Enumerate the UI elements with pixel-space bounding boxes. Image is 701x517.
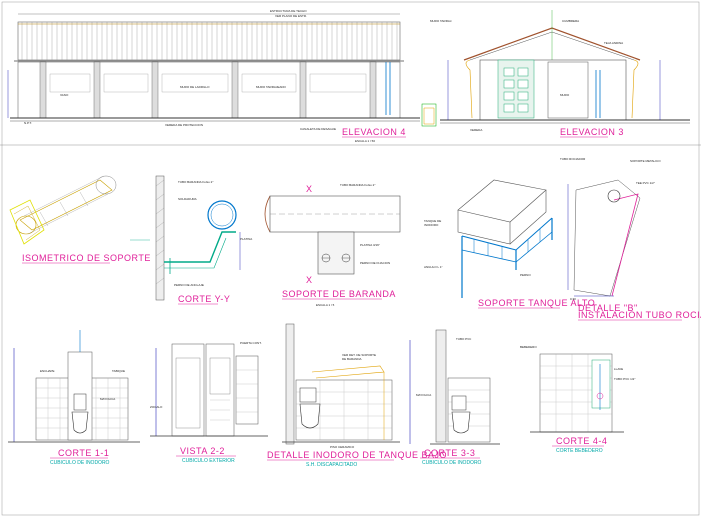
railing-support-view: X X TUBO BARANDA FoGo 2" PLATINA 3/16" PER…: [264, 183, 401, 307]
svg-text:CANALETA DE DESAGUE: CANALETA DE DESAGUE: [300, 127, 336, 131]
svg-text:VER DET. DE SOPORTE: VER DET. DE SOPORTE: [342, 353, 376, 357]
svg-text:CUMBRERA: CUMBRERA: [562, 19, 579, 23]
low-tank-toilet-subtitle: S.H. DISCAPACITADO: [306, 462, 357, 468]
svg-text:PERNO DE ANCLAJE: PERNO DE ANCLAJE: [174, 283, 204, 287]
section-mark-x-bottom: X: [306, 275, 313, 285]
roof-tile-hatch: [21, 22, 398, 60]
svg-text:TABIQUE: TABIQUE: [112, 369, 125, 373]
svg-text:BEBEDERO: BEBEDERO: [520, 345, 537, 349]
svg-text:TANQUE DE: TANQUE DE: [424, 219, 441, 223]
elevation-4-view: VEREDA DE PROTECCION ESTRUCTURA DE TECHO…: [7, 9, 437, 143]
section-yy-title: CORTE Y-Y: [178, 294, 230, 304]
section-4-4-title: CORTE 4-4: [556, 436, 607, 446]
svg-text:VEREDA: VEREDA: [470, 128, 482, 132]
isometric-support-view: ISOMETRICO DE SOPORTE: [9, 175, 151, 264]
section-mark-x-top: X: [306, 184, 313, 194]
svg-text:ESCALA 1 / 50: ESCALA 1 / 50: [355, 139, 375, 143]
section-3-3-view: TUBO PVC MAYOLICA CORTE 3-3 CUBICULO DE I…: [409, 329, 500, 466]
svg-text:MAYOLICA: MAYOLICA: [100, 397, 115, 401]
section-4-4-subtitle: CORTE BEBEDERO: [556, 448, 603, 454]
elevation-4-title: ELEVACION 4: [342, 127, 406, 137]
svg-text:VANO: VANO: [60, 93, 69, 97]
svg-text:SOLDADURA: SOLDADURA: [178, 197, 197, 201]
view-2-2: PUERTA CONT. ZOCALO VISTA 2-2 CUBICULO EX…: [150, 341, 268, 464]
svg-text:TEJA ANDINA: TEJA ANDINA: [604, 41, 623, 45]
svg-text:ZOCALO: ZOCALO: [150, 405, 163, 409]
tank-support-title: SOPORTE TANQUE ALTO: [478, 298, 595, 308]
louvered-door-panels: [503, 67, 529, 113]
section-1-1-title: CORTE 1-1: [58, 448, 109, 458]
svg-text:TUBO BARANDA FoGo 2": TUBO BARANDA FoGo 2": [178, 180, 213, 184]
svg-text:PLATINA 3/16": PLATINA 3/16": [360, 243, 380, 247]
facade-columns: [39, 61, 377, 119]
svg-text:N.P.T.: N.P.T.: [24, 121, 32, 125]
svg-text:TUBO BARANDA FoGo 2": TUBO BARANDA FoGo 2": [340, 183, 375, 187]
section-1-1-view: ENCHAPE TABIQUE MAYOLICA CORTE 1-1 CUBICUL…: [8, 330, 140, 466]
svg-text:TUBO PVC: TUBO PVC: [456, 337, 472, 341]
svg-text:TEE PVC 1/2": TEE PVC 1/2": [636, 181, 655, 185]
svg-text:PISO CERAMICO: PISO CERAMICO: [330, 445, 355, 449]
section-1-1-subtitle: CUBICULO DE INODORO: [50, 460, 110, 466]
railing-support-title: SOPORTE DE BARANDA: [282, 289, 396, 299]
svg-text:MURO TARRAJ.: MURO TARRAJ.: [430, 19, 452, 23]
elevation-3-view: MURO TARRAJ. CUMBRERA TEJA ANDINA MURO VERE…: [430, 10, 690, 138]
svg-text:TUBO ROCIADOR: TUBO ROCIADOR: [560, 157, 586, 161]
svg-text:MURO DE LADRILLO: MURO DE LADRILLO: [180, 85, 210, 89]
view-2-2-subtitle: CUBICULO EXTERIOR: [182, 458, 235, 464]
svg-text:ANGULO L 1": ANGULO L 1": [424, 265, 443, 269]
svg-text:VER PLANO DE ESTR.: VER PLANO DE ESTR.: [275, 14, 307, 18]
sprinkler-install-title: INSTALACION TUBO ROCIADOR: [578, 310, 701, 320]
svg-text:TUBO PVC 1/2": TUBO PVC 1/2": [614, 377, 635, 381]
svg-text:MURO TARRAJEADO: MURO TARRAJEADO: [256, 85, 287, 89]
section-3-3-subtitle: CUBICULO DE INODORO: [422, 460, 482, 466]
low-tank-toilet-title: DETALLE INODORO DE TANQUE BAJO: [267, 450, 447, 460]
section-3-3-title: CORTE 3-3: [424, 448, 475, 458]
svg-text:PUERTA CONT.: PUERTA CONT.: [240, 341, 262, 345]
svg-text:DE BARANDA: DE BARANDA: [342, 357, 362, 361]
detail-b-title: DETALLE "B": [578, 303, 638, 313]
svg-text:ESTRUCTURA DE TECHO: ESTRUCTURA DE TECHO: [270, 9, 307, 13]
vereda-label: VEREDA DE PROTECCION: [165, 123, 203, 127]
svg-text:ESCALA 1 / 5: ESCALA 1 / 5: [316, 303, 335, 307]
svg-text:INODORO: INODORO: [424, 223, 439, 227]
svg-text:LLAVE: LLAVE: [614, 367, 623, 371]
section-yy-view: TUBO BARANDA FoGo 2" SOLDADURA PLATINA PER…: [130, 175, 252, 305]
svg-text:ENCHAPE: ENCHAPE: [40, 369, 55, 373]
svg-text:MURO: MURO: [560, 93, 570, 97]
view-2-2-title: VISTA 2-2: [180, 446, 225, 456]
svg-text:PERNO DE FIJACION: PERNO DE FIJACION: [360, 261, 390, 265]
isometric-title: ISOMETRICO DE SOPORTE: [22, 253, 151, 263]
section-4-4-view: BEBEDERO LLAVE TUBO PVC 1/2" CORTE 4-4 COR…: [520, 345, 635, 454]
svg-text:PERNO: PERNO: [520, 273, 531, 277]
svg-text:0.30: 0.30: [570, 297, 576, 301]
svg-text:SOPORTE METALICO: SOPORTE METALICO: [630, 159, 661, 163]
svg-text:PLATINA: PLATINA: [240, 237, 252, 241]
detail-b-view: TUBO ROCIADOR SOPORTE METALICO TEE PVC 1/2…: [560, 157, 701, 321]
svg-text:MAYOLICA: MAYOLICA: [416, 393, 431, 397]
elevation-3-title: ELEVACION 3: [560, 127, 624, 137]
